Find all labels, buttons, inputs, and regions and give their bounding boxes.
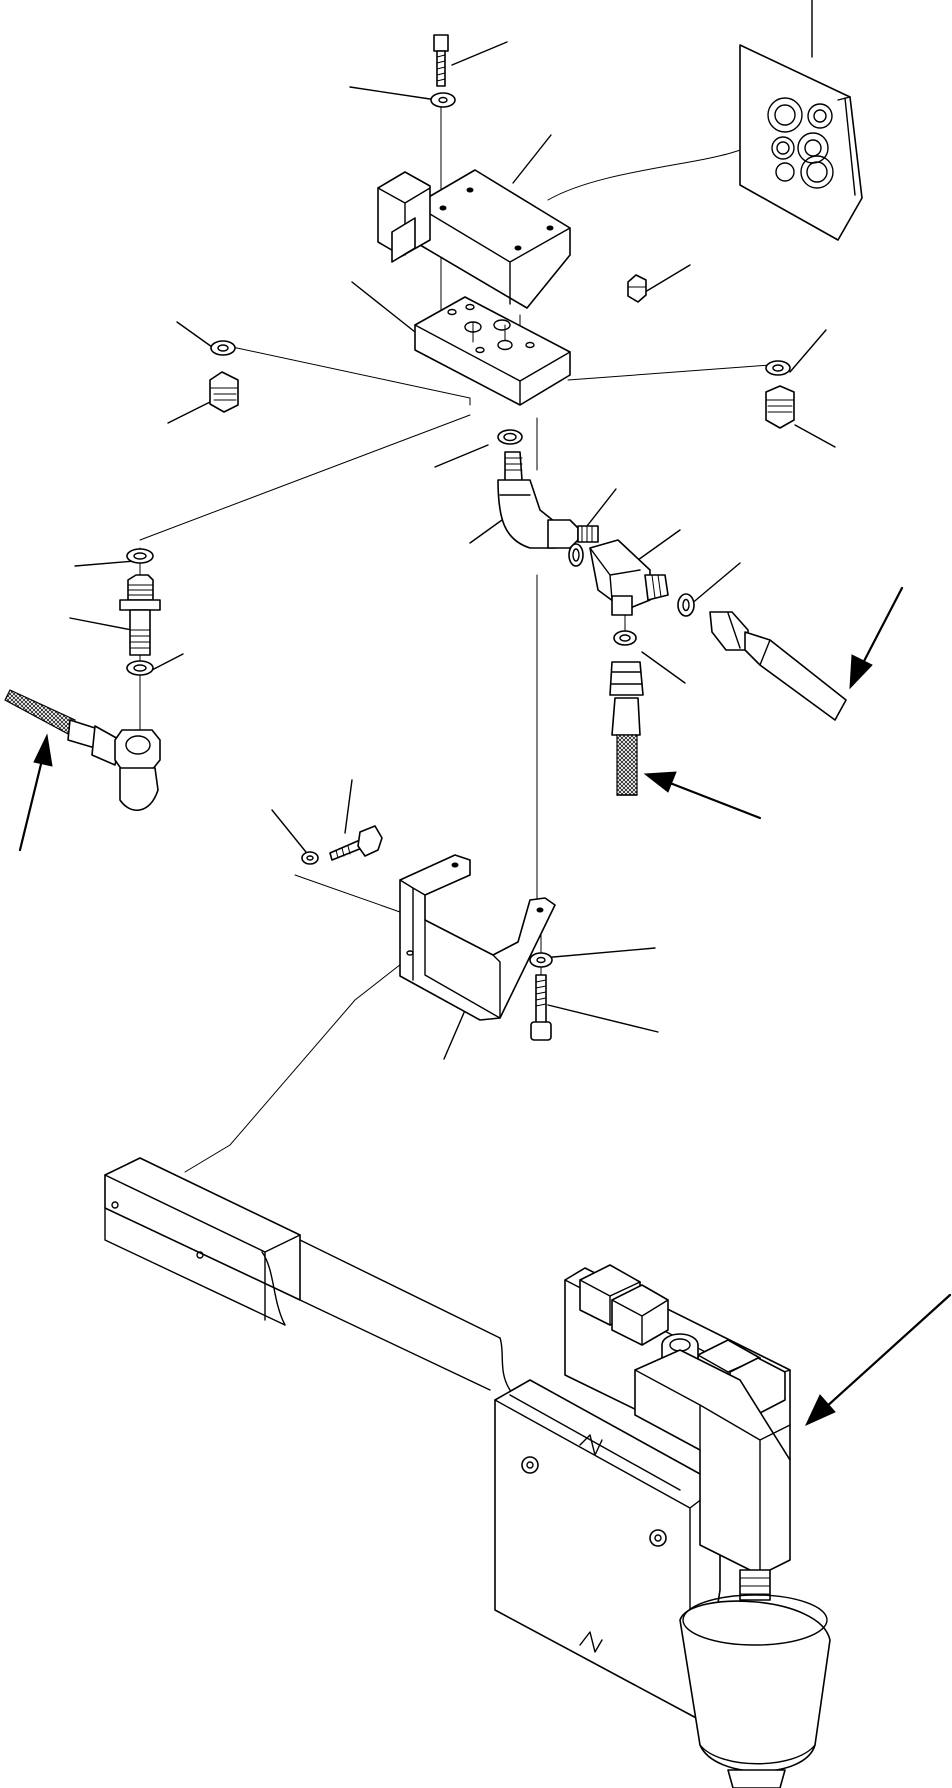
washer-top: [430, 92, 456, 108]
frame-member: [104, 1157, 511, 1391]
hose-left: [4, 689, 161, 812]
seal-tee-right: [677, 593, 695, 617]
valve-block: [414, 296, 571, 406]
bolt-bracket: [329, 825, 383, 861]
hose-bottom: [609, 661, 644, 796]
elbow-fitting: [497, 451, 599, 549]
arrow-hose-right: [849, 586, 904, 690]
seal-under-block: [497, 429, 523, 445]
washer-left: [210, 340, 236, 356]
leader-lines: [69, 0, 836, 1060]
plug-small-top: [627, 274, 647, 303]
socket-bolt-top: [433, 34, 449, 87]
bracket: [399, 854, 556, 1021]
washer-bracket: [301, 851, 319, 865]
arrow-hose-bottom: [643, 771, 762, 820]
arrow-hose-left: [18, 733, 53, 852]
hose-right: [709, 611, 847, 721]
seal-left-lower: [126, 660, 154, 676]
seal-elbow: [568, 543, 584, 567]
plug-right: [765, 385, 795, 429]
assembly-lines: [139, 99, 771, 1173]
valve-assembly: [494, 1264, 831, 1788]
washer-lower: [529, 952, 553, 968]
solenoid-valve: [377, 169, 571, 309]
nipple-left: [119, 574, 161, 656]
seal-left-upper: [126, 548, 154, 564]
seal-kit-card: [739, 44, 863, 241]
bolt-lower: [530, 974, 552, 1041]
plug-left: [209, 371, 239, 413]
tee-fitting: [589, 539, 669, 616]
seal-tee-bottom: [613, 630, 637, 646]
washer-right: [765, 360, 791, 376]
arrow-valve-assembly: [804, 1293, 952, 1427]
